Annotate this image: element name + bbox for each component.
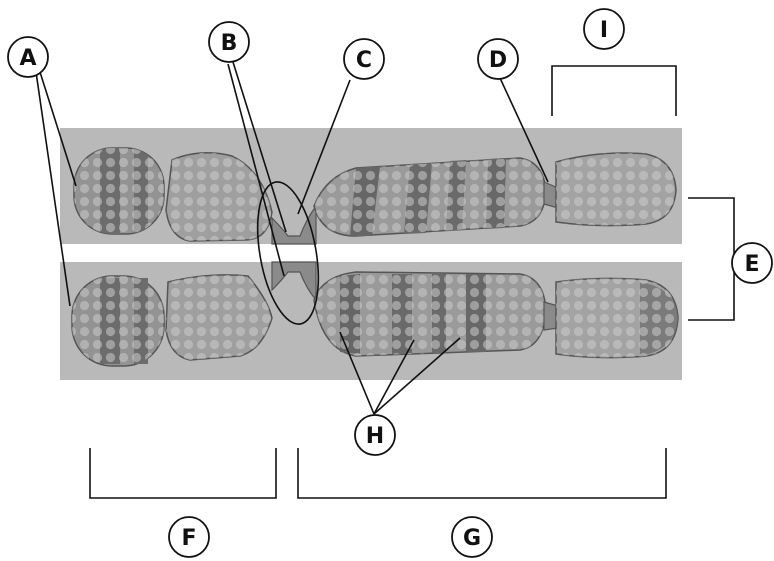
lower-left-arm-tip [72, 276, 164, 366]
lower-short-arm-segment [166, 275, 272, 360]
label-f-text: F [181, 526, 196, 551]
label-a-text: A [19, 46, 36, 71]
label-g: G [452, 517, 492, 557]
label-a: A [8, 37, 48, 77]
label-i-text: I [600, 18, 608, 43]
upper-left-arm-tip [74, 148, 164, 234]
label-d-text: D [489, 48, 507, 73]
label-h-text: H [366, 424, 384, 449]
label-b: B [209, 22, 249, 62]
label-c: C [344, 39, 384, 79]
upper-long-arm [314, 158, 546, 236]
label-d: D [478, 39, 518, 79]
label-e: E [732, 243, 772, 283]
label-e-text: E [744, 252, 759, 277]
label-b-text: B [221, 31, 238, 56]
label-f: F [169, 517, 209, 557]
label-i: I [584, 9, 624, 49]
lower-satellite [556, 278, 678, 357]
label-g-text: G [463, 526, 481, 551]
label-c-text: C [356, 48, 372, 73]
lower-long-arm [314, 272, 546, 356]
label-h: H [355, 415, 395, 455]
upper-satellite [556, 153, 676, 226]
